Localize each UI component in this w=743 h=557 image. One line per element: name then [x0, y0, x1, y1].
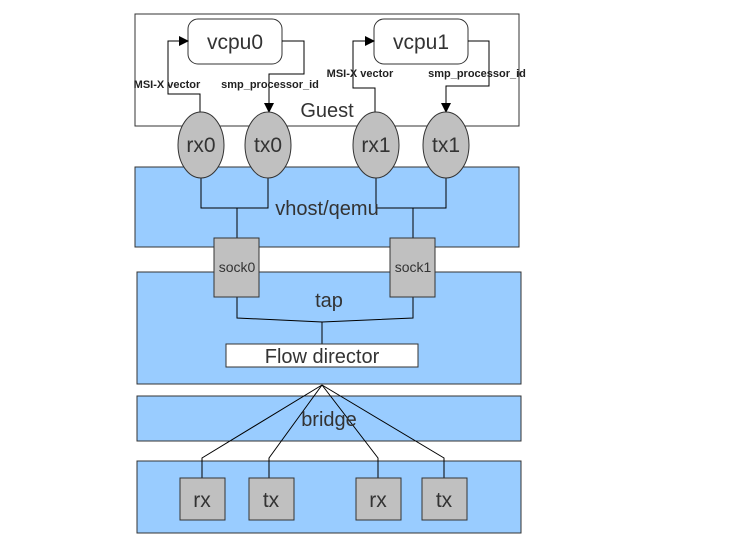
- flow-director-label: Flow director: [265, 346, 380, 368]
- queue-wire-tx1: [413, 175, 447, 209]
- bridge-box: [136, 395, 522, 442]
- nic-rx-0-label: rx: [193, 489, 211, 512]
- smp-path-0: [264, 40, 305, 113]
- queue-tx0-label: tx0: [254, 134, 282, 157]
- smp-processor-id-label-0: smp_processor_id: [221, 79, 319, 91]
- queue-tx1-ellipse: [422, 111, 470, 179]
- nic-tx-1-label: tx: [436, 489, 453, 512]
- sock0-label: sock0: [219, 259, 256, 275]
- nic-tx-1-box: [421, 477, 468, 521]
- fanout-rx-0: [201, 384, 323, 478]
- nic-rx-0-box: [179, 477, 226, 521]
- sock0-box: [213, 237, 260, 298]
- queue-tx1-label: tx1: [432, 134, 460, 157]
- nic-tx-0-box: [248, 477, 295, 521]
- msix-path-1: [352, 36, 376, 126]
- queue-rx1-ellipse: [352, 111, 400, 179]
- nic-rx-1-label: rx: [369, 489, 387, 512]
- tap-box: [136, 271, 522, 385]
- flow-director-box: [225, 343, 419, 368]
- queue-rx1-label: rx1: [361, 134, 390, 157]
- bridge-label: bridge: [301, 409, 357, 431]
- queue-wire-rx0: [200, 175, 237, 209]
- msix-vector-label-1: MSI-X vector: [327, 68, 394, 80]
- vcpu1-label: vcpu1: [393, 31, 449, 54]
- msix-path-0: [167, 36, 201, 126]
- queue-wire-tx0: [237, 175, 269, 209]
- queue-tx0-ellipse: [244, 111, 292, 179]
- smp-path-1: [441, 40, 490, 113]
- fanout-tx-1: [321, 384, 445, 478]
- tap-label: tap: [315, 290, 343, 312]
- sock1-box: [389, 237, 436, 298]
- vhost-qemu-label: vhost/qemu: [275, 198, 378, 220]
- sock0-to-flow: [236, 297, 323, 344]
- fanout-rx-1: [321, 384, 379, 478]
- smp-processor-id-label-1: smp_processor_id: [428, 68, 526, 80]
- queue-wire-rx1: [375, 175, 413, 209]
- fanout-tx-0: [268, 384, 323, 478]
- guest-label: Guest: [300, 100, 354, 122]
- nic-rx-1-box: [355, 477, 402, 521]
- queue-rx0-label: rx0: [186, 134, 215, 157]
- vcpu0-label: vcpu0: [207, 31, 263, 54]
- nic-tx-0-label: tx: [263, 489, 280, 512]
- sock1-label: sock1: [395, 259, 432, 275]
- sock1-to-flow: [321, 297, 414, 323]
- queue-rx0-ellipse: [177, 111, 225, 179]
- msix-vector-label-0: MSI-X vector: [134, 79, 201, 91]
- vhost-qemu-box: [134, 166, 520, 248]
